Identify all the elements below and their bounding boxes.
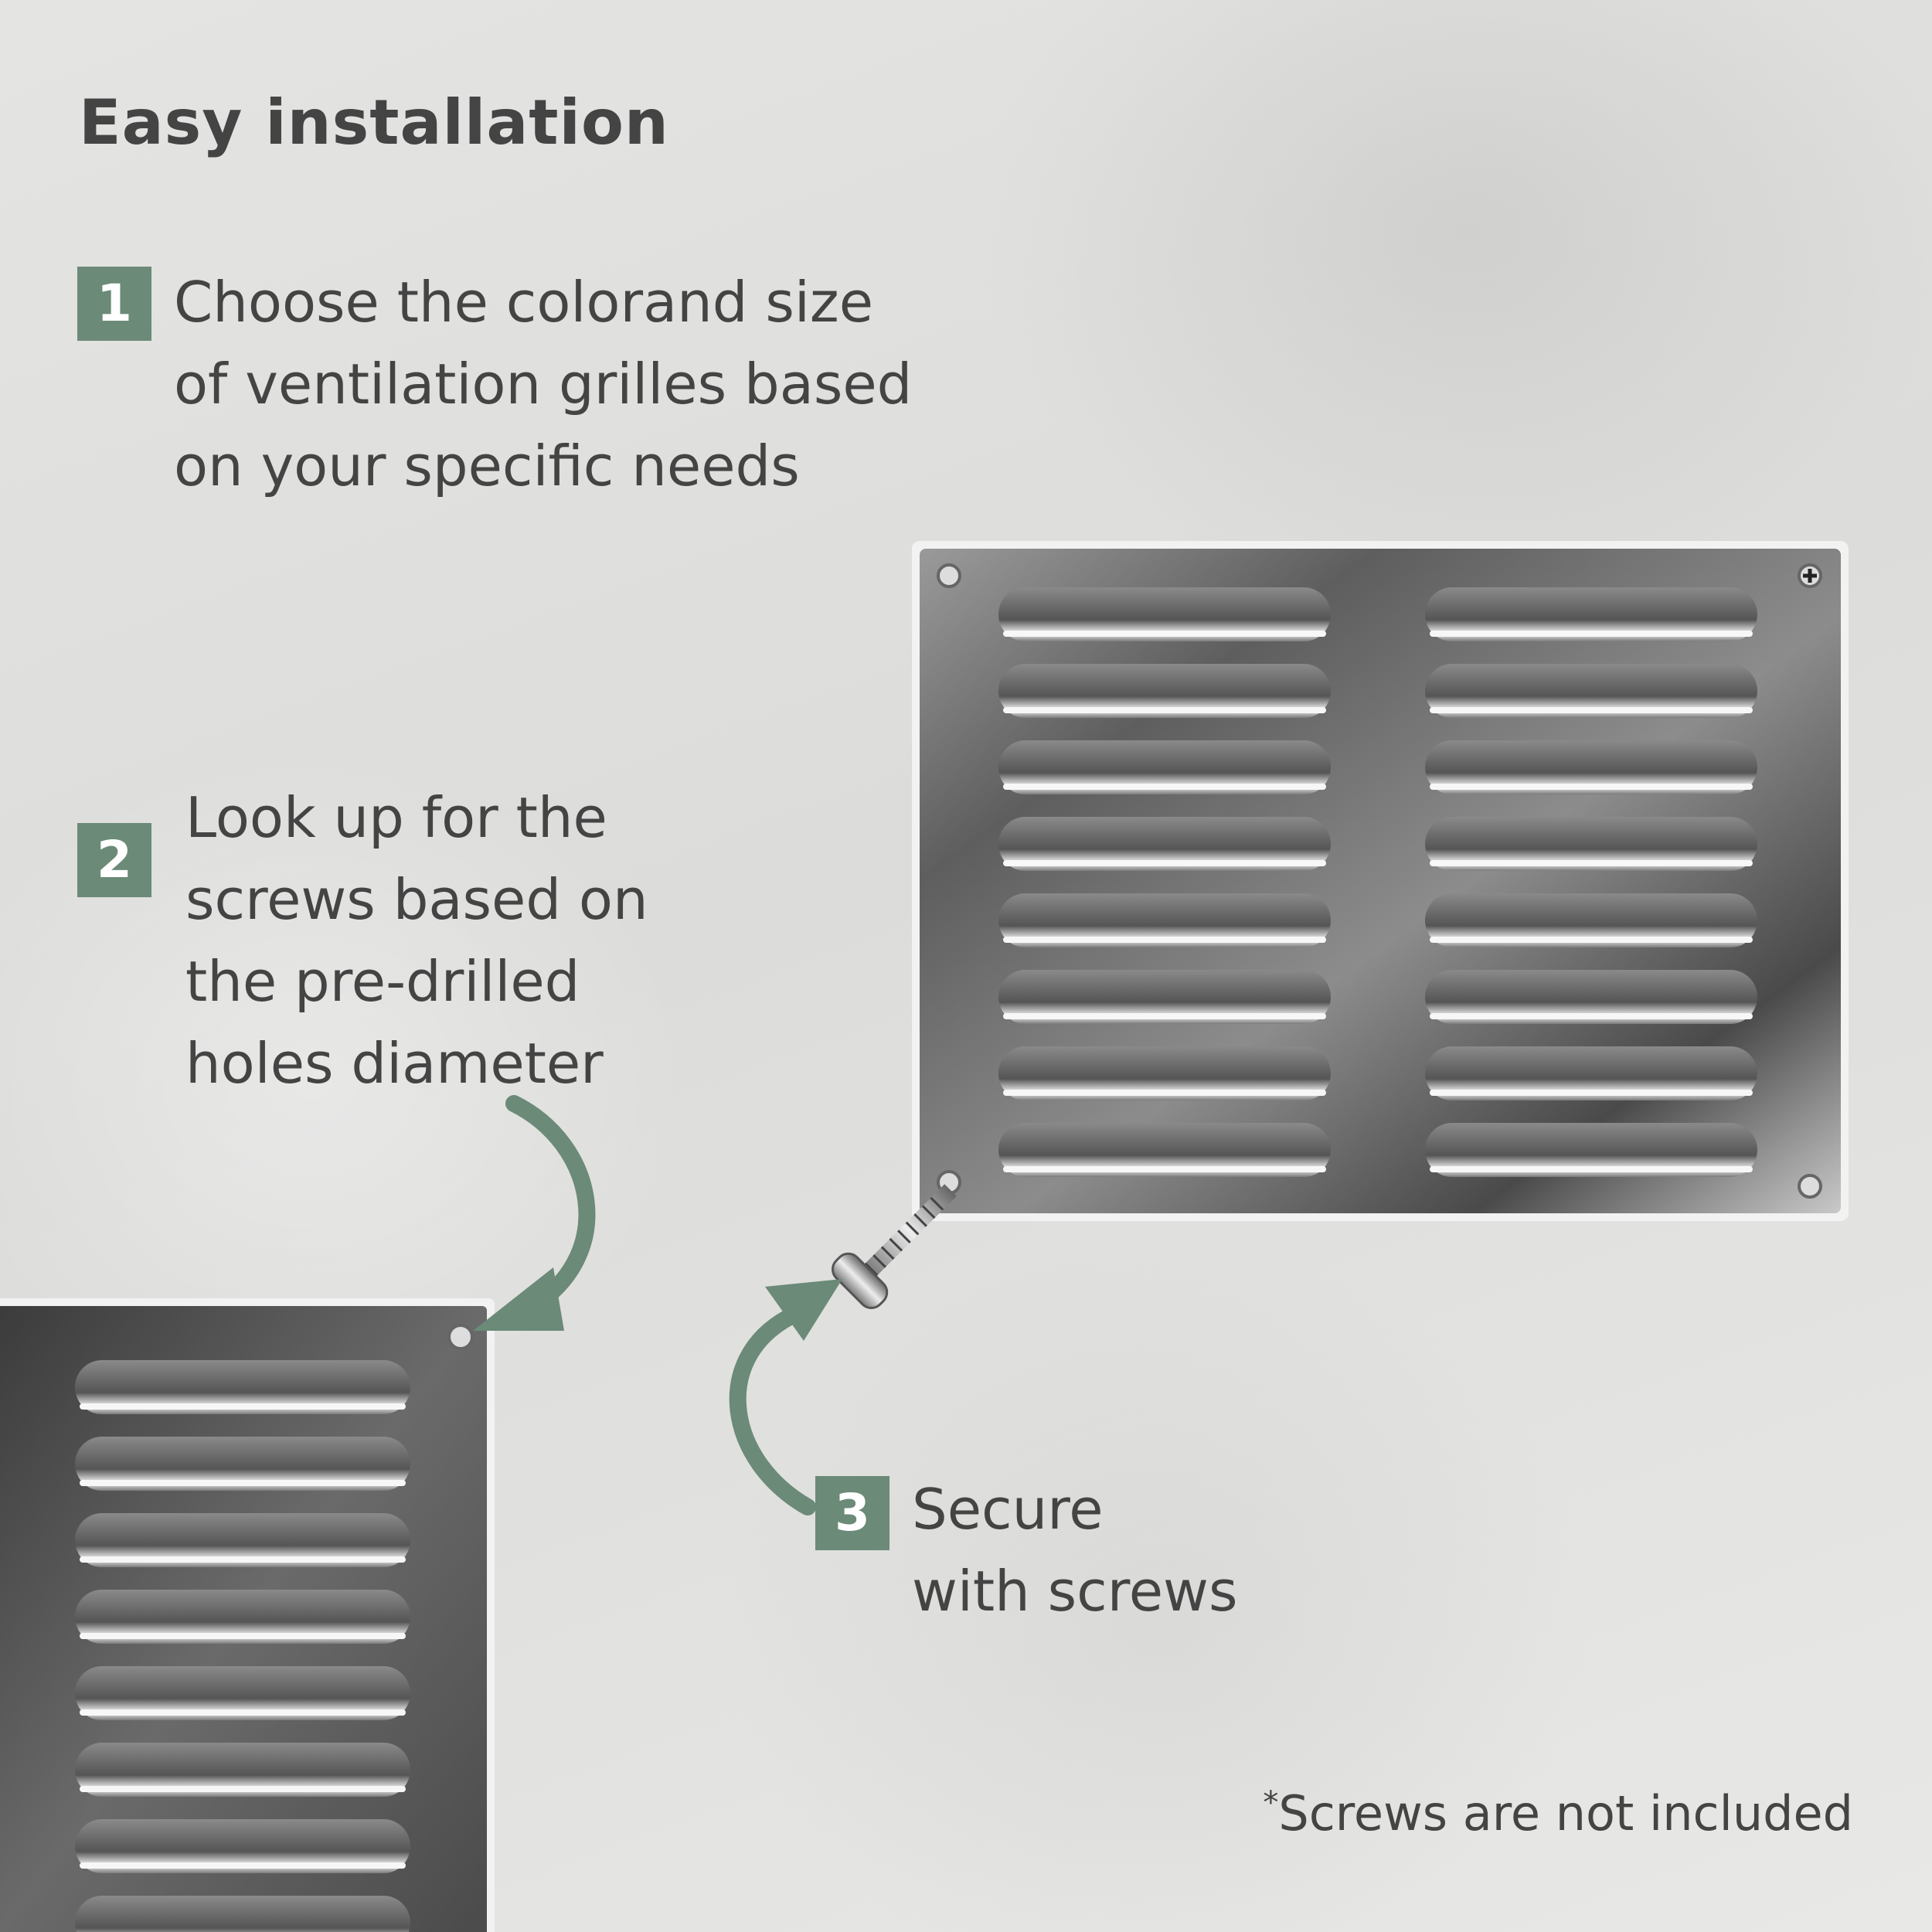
- step-2-line: screws based on: [185, 867, 648, 932]
- step-1-line: Choose the colorand size: [174, 270, 873, 335]
- louver-slat: [75, 1513, 410, 1567]
- louver-slat: [998, 1046, 1331, 1100]
- screw-shaft: [862, 1184, 957, 1278]
- louver-slat: [75, 1819, 410, 1873]
- step-2-line: the pre-drilled: [185, 949, 580, 1014]
- louver-slat: [998, 970, 1331, 1024]
- louver-slat: [998, 1123, 1331, 1177]
- installed-screw-icon: [1803, 569, 1817, 583]
- grille-plate: [920, 549, 1841, 1213]
- louver-slat: [998, 893, 1331, 947]
- screws-note: *Screws are not included: [1263, 1785, 1853, 1842]
- screw-head: [832, 1252, 889, 1309]
- note-asterisk: *: [1263, 1785, 1279, 1821]
- step-1-line: of ventilation grilles based: [174, 352, 913, 417]
- louver-slat: [1425, 970, 1757, 1024]
- main-grille: [912, 541, 1849, 1221]
- step-2-text: Look up for the screws based on the pre-…: [185, 777, 648, 1104]
- grille-hole: [447, 1324, 474, 1350]
- corner-grille: [0, 1298, 495, 1932]
- louver-slat: [1425, 1046, 1757, 1100]
- louver-slat: [75, 1590, 410, 1644]
- note-text: Screws are not included: [1278, 1785, 1853, 1842]
- louver-slat: [75, 1896, 410, 1932]
- step-2-line: Look up for the: [185, 785, 607, 850]
- grille-hole: [1798, 1174, 1822, 1199]
- grille-hole: [937, 563, 961, 588]
- step-3-line: with screws: [912, 1559, 1238, 1624]
- page-title: Easy installation: [79, 87, 669, 158]
- louver-slat: [75, 1666, 410, 1720]
- arrow-step3-icon: [729, 1279, 842, 1515]
- louver-slat: [75, 1360, 410, 1414]
- step-2-line: holes diameter: [185, 1031, 604, 1096]
- screw-icon: [832, 1184, 957, 1309]
- louver-slat: [1425, 664, 1757, 718]
- louver-slat: [1425, 817, 1757, 871]
- step-number-1: 1: [77, 267, 151, 341]
- arrow-step2-icon: [473, 1095, 596, 1331]
- step-3-text: Secure with screws: [912, 1468, 1237, 1632]
- louver-slat: [998, 587, 1331, 641]
- louver-slat: [75, 1437, 410, 1491]
- louver-slat: [998, 817, 1331, 871]
- step-1-line: on your specific needs: [174, 434, 800, 498]
- step-3-line: Secure: [912, 1477, 1104, 1542]
- step-number-2: 2: [77, 823, 151, 897]
- step-1-text: Choose the colorand size of ventilation …: [174, 261, 912, 507]
- step-number-3: 3: [815, 1476, 889, 1550]
- louver-slat: [998, 664, 1331, 718]
- louver-slat: [1425, 740, 1757, 794]
- louver-slat: [1425, 1123, 1757, 1177]
- louver-slat: [75, 1743, 410, 1797]
- louver-slat: [1425, 587, 1757, 641]
- louver-slat: [1425, 893, 1757, 947]
- louver-slat: [998, 740, 1331, 794]
